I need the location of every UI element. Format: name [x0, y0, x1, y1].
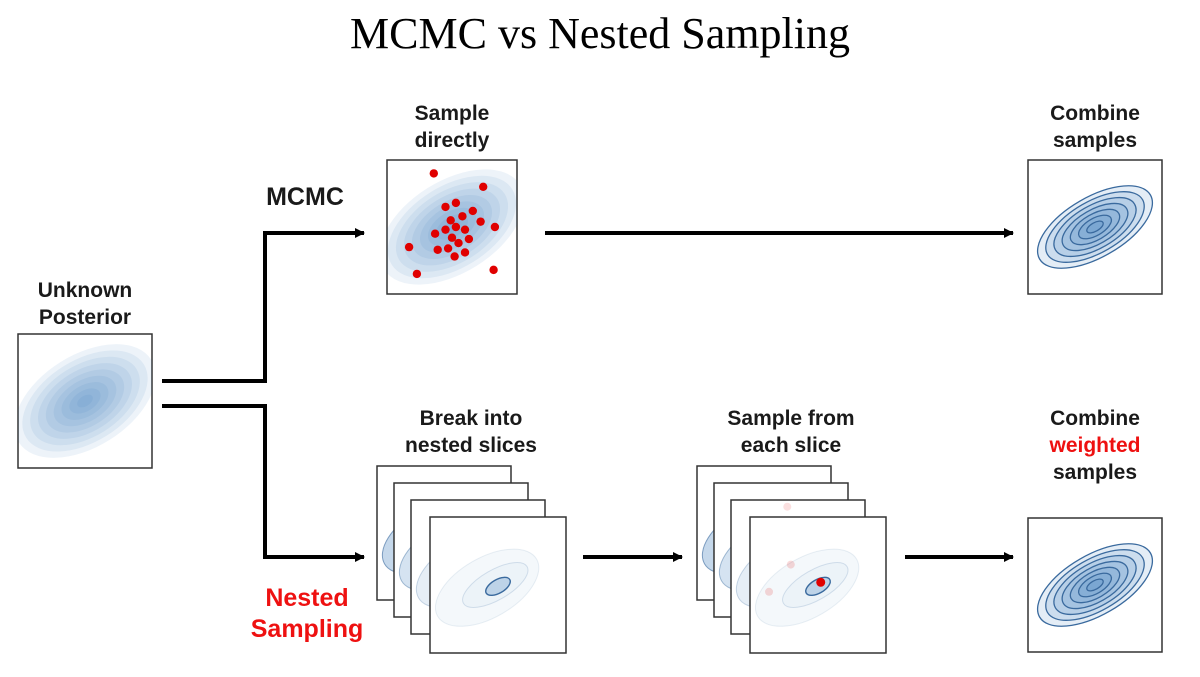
diagram-title: MCMC vs Nested Sampling — [350, 9, 850, 58]
contour-ring — [1053, 196, 1137, 258]
unknown-posterior-label: Unknown Posterior — [37, 279, 133, 329]
mcmc-sample-point — [441, 225, 450, 234]
mcmc-branch-arrow — [162, 228, 365, 383]
mcmc-sample-point — [460, 248, 470, 257]
slice-panel — [429, 516, 567, 654]
previous-sample-point — [783, 502, 792, 511]
sample-directly-label: Sample directly — [414, 102, 490, 152]
combined-samples-panel — [1027, 159, 1163, 295]
contour-ring — [1086, 220, 1104, 234]
contour-ring — [1061, 560, 1129, 610]
panel-frame — [17, 333, 153, 469]
mcmc-sample-point — [458, 212, 467, 221]
flow-arrows — [162, 228, 1014, 562]
mcmc-sample-point — [441, 202, 450, 212]
mcmc-sample-point — [433, 245, 442, 254]
sample-each-slice-label: Sample from each slice — [727, 407, 855, 457]
mcmc-sample-point — [430, 229, 440, 238]
combine-weighted-label: Combine weighted samples — [1010, 405, 1180, 486]
density-level — [69, 388, 101, 414]
nested-slices-stack — [376, 465, 567, 654]
mcmc-sample-point — [412, 269, 422, 279]
panel-frame — [1027, 517, 1163, 653]
mcmc-sample-point — [468, 206, 477, 216]
mcmc-sample-point — [454, 238, 463, 248]
mcmc-sample-panel — [386, 159, 518, 295]
mcmc-label: MCMC — [266, 183, 344, 211]
weighted-word: weighted — [1049, 434, 1141, 457]
posterior-density — [18, 344, 152, 458]
mcmc-sample-point — [443, 244, 453, 253]
mcmc-sample-point — [489, 265, 498, 275]
mcmc-sample-point — [451, 198, 461, 208]
contour-ring — [1053, 554, 1137, 616]
contour-ring — [1069, 208, 1121, 246]
density-level — [77, 394, 93, 408]
panel-frame — [1027, 159, 1163, 295]
density-level — [53, 375, 117, 427]
mcmc-sample-points — [404, 169, 500, 279]
density-level — [30, 356, 140, 446]
density-level — [61, 382, 109, 420]
mcmc-sample-point — [446, 216, 455, 225]
mcmc-sample-point — [479, 182, 488, 191]
mcmc-sample-point — [464, 234, 474, 244]
contour-ring — [1045, 549, 1145, 621]
density-level — [38, 363, 132, 439]
density-level — [18, 344, 152, 458]
mcmc-sample-point — [429, 169, 438, 178]
mcmc-sample-point — [490, 222, 500, 232]
contour-ring — [1061, 202, 1129, 252]
nested-sampling-label: Nested Sampling — [250, 584, 364, 643]
mcmc-sample-point — [447, 233, 457, 242]
weighted-contours — [1036, 543, 1154, 627]
contour-ring — [1069, 566, 1121, 604]
nested-branch-arrow — [162, 404, 365, 562]
slice-region — [462, 562, 529, 608]
contour-ring — [1045, 191, 1145, 263]
combine-samples-label: Combine samples — [1050, 102, 1140, 152]
mcmc-sample-point — [450, 252, 459, 261]
contour-ring — [1077, 572, 1113, 598]
contour-ring — [1077, 214, 1113, 240]
previous-sample-point — [786, 560, 795, 569]
slice-sample-point — [816, 577, 826, 587]
previous-sample-point — [765, 587, 774, 596]
slice-panel — [749, 516, 887, 654]
unknown-posterior-panel — [17, 333, 153, 469]
mcmc-sample-point — [460, 225, 470, 234]
sampled-slices-stack — [696, 465, 887, 654]
mcmc-sample-point — [451, 222, 461, 232]
density-level — [45, 369, 125, 433]
slice-region — [782, 562, 849, 608]
weighted-samples-panel — [1027, 517, 1163, 653]
mcmc-sample-point — [476, 217, 485, 226]
density-level — [22, 350, 148, 452]
break-into-slices-label: Break into nested slices — [405, 407, 537, 457]
combined-contours — [1036, 185, 1154, 269]
active-slice — [485, 576, 511, 597]
mcmc-sample-point — [404, 242, 414, 252]
contour-ring — [1086, 578, 1104, 592]
